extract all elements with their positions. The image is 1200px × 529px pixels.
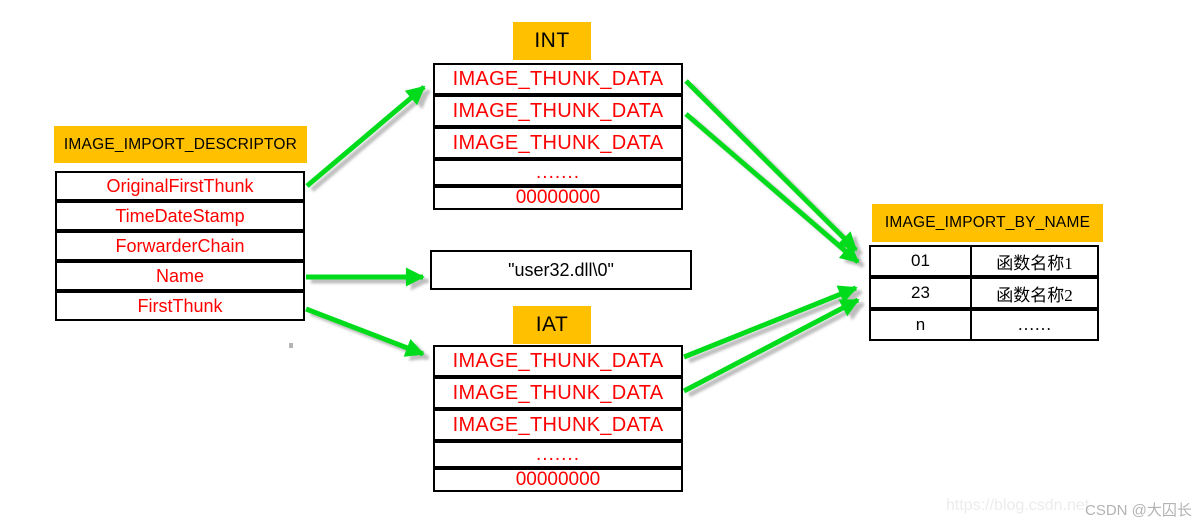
arrow-originalfirstthunk-to-int	[305, 85, 426, 188]
watermark-url: https://blog.csdn.net	[946, 497, 1090, 514]
iat-row-thunk-3: IMAGE_THUNK_DATA	[433, 409, 683, 441]
hint-cell: 01	[869, 245, 972, 277]
import-by-name-header: IMAGE_IMPORT_BY_NAME	[872, 204, 1103, 242]
arrow-int-thunk2-to-import-by-name	[684, 112, 860, 264]
arrow-int-thunk1-to-import-by-name	[684, 79, 858, 252]
iat-row-ellipsis: .......	[433, 441, 683, 468]
descriptor-row-forwarderchain: ForwarderChain	[55, 231, 305, 261]
descriptor-row-firstthunk: FirstThunk	[55, 291, 305, 321]
int-row-terminator: 00000000	[433, 186, 683, 210]
iat-row-thunk-2: IMAGE_THUNK_DATA	[433, 377, 683, 409]
import-by-name-row-2: 23 函数名称2	[869, 277, 1099, 309]
function-name-cell: 函数名称2	[970, 277, 1099, 309]
hint-cell: n	[869, 309, 972, 341]
arrow-iat-thunk2-to-import-by-name	[682, 297, 860, 394]
iat-row-thunk-1: IMAGE_THUNK_DATA	[433, 345, 683, 377]
watermark-credit: CSDN @大囚长	[1085, 502, 1192, 519]
descriptor-table: OriginalFirstThunk TimeDateStamp Forward…	[55, 171, 305, 321]
int-row-thunk-2: IMAGE_THUNK_DATA	[433, 95, 683, 127]
import-by-name-row-1: 01 函数名称1	[869, 245, 1099, 277]
arrow-iat-thunk1-to-import-by-name	[683, 285, 858, 360]
artifact-speck	[289, 343, 293, 348]
descriptor-row-name: Name	[55, 261, 305, 291]
hint-cell: 23	[869, 277, 972, 309]
arrow-firstthunk-to-iat	[305, 306, 425, 357]
descriptor-header: IMAGE_IMPORT_DESCRIPTOR	[54, 126, 307, 163]
function-name-cell: 函数名称1	[970, 245, 1099, 277]
iat-table: IMAGE_THUNK_DATA IMAGE_THUNK_DATA IMAGE_…	[433, 345, 683, 492]
import-by-name-row-3: n ……	[869, 309, 1099, 341]
iat-row-terminator: 00000000	[433, 468, 683, 492]
function-name-cell: ……	[970, 309, 1099, 341]
int-header: INT	[513, 22, 591, 60]
descriptor-row-originalfirstthunk: OriginalFirstThunk	[55, 171, 305, 201]
descriptor-row-timedatestamp: TimeDateStamp	[55, 201, 305, 231]
int-row-thunk-3: IMAGE_THUNK_DATA	[433, 127, 683, 159]
iat-header: IAT	[513, 306, 591, 344]
import-by-name-table: 01 函数名称1 23 函数名称2 n ……	[869, 245, 1099, 341]
int-row-ellipsis: .......	[433, 159, 683, 186]
int-row-thunk-1: IMAGE_THUNK_DATA	[433, 63, 683, 95]
dll-name-box: "user32.dll\0"	[430, 250, 692, 290]
int-table: IMAGE_THUNK_DATA IMAGE_THUNK_DATA IMAGE_…	[433, 63, 683, 210]
